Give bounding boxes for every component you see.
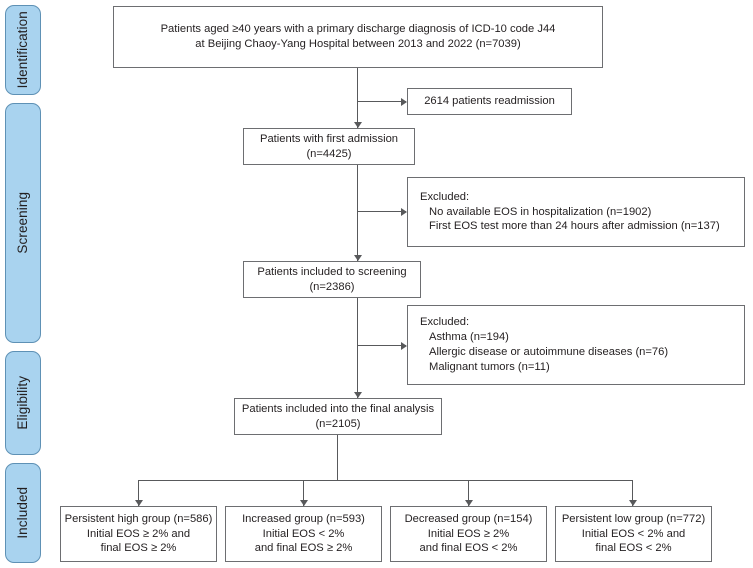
group-increased-line-1: Increased group (n=593) [242,512,365,525]
arrowhead-to-excluded-comorbid [401,341,407,350]
node-group-decreased: Decreased group (n=154) Initial EOS ≥ 2%… [390,506,547,562]
stage-label-eligibility: Eligibility [15,376,31,430]
connector-drop-persistent-high [138,480,140,506]
final-analysis-line-1: Patients included into the final analysi… [241,402,435,415]
connector-source-trunk [357,68,359,128]
arrowhead-to-readmission [401,97,407,106]
stage-label-screening: Screening [15,192,31,254]
node-readmission: 2614 patients readmission [407,88,572,115]
group-persistent-low-line-2: Initial EOS < 2% and [581,527,686,540]
connector-to-excluded-eos [357,211,406,213]
stage-pill-eligibility: Eligibility [5,351,41,455]
node-group-persistent-high: Persistent high group (n=586) Initial EO… [60,506,217,562]
connector-final-analysis-stem [337,435,339,480]
arrowhead-decreased [464,500,473,506]
screening-included-line-2: (n=2386) [309,280,355,293]
arrowhead-to-screening-included [353,255,362,261]
node-first-admission: Patients with first admission (n=4425) [243,128,415,165]
arrowhead-persistent-low [628,500,637,506]
excluded-comorbid-line-4: Malignant tumors (n=11) [429,360,550,373]
stage-pill-included: Included [5,463,41,563]
stage-pill-screening: Screening [5,103,41,343]
node-group-persistent-low: Persistent low group (n=772) Initial EOS… [555,506,712,562]
node-excluded-comorbid: Excluded: Asthma (n=194) Allergic diseas… [407,305,745,385]
arrowhead-persistent-high [134,500,143,506]
final-analysis-line-2: (n=2105) [315,417,361,430]
arrowhead-to-first-admission [353,122,362,128]
group-persistent-low-line-1: Persistent low group (n=772) [561,512,706,525]
group-increased-line-3: and final EOS ≥ 2% [254,542,353,555]
stage-pill-identification: Identification [5,5,41,95]
first-admission-line-2: (n=4425) [306,147,352,160]
excluded-comorbid-line-1: Excluded: [420,316,470,329]
connector-drop-decreased [468,480,470,506]
first-admission-line-1: Patients with first admission [259,132,399,145]
excluded-comorbid-line-2: Asthma (n=194) [429,331,509,344]
arrowhead-to-final-analysis [353,392,362,398]
excluded-eos-line-3: First EOS test more than 24 hours after … [429,220,720,233]
excluded-comorbid-line-3: Allergic disease or autoimmune diseases … [429,346,669,358]
node-excluded-eos: Excluded: No available EOS in hospitaliz… [407,177,745,247]
connector-to-excluded-comorbid [357,345,406,347]
group-persistent-high-line-2: Initial EOS ≥ 2% and [86,527,191,540]
arrowhead-increased [299,500,308,506]
excluded-eos-line-2: No available EOS in hospitalization (n=1… [429,205,652,218]
node-source-population: Patients aged ≥40 years with a primary d… [113,6,603,68]
group-persistent-high-line-3: final EOS ≥ 2% [100,542,177,555]
source-line-2: at Beijing Chaoy-Yang Hospital between 2… [195,38,521,50]
group-decreased-line-1: Decreased group (n=154) [404,512,533,525]
group-increased-line-2: Initial EOS < 2% [262,527,345,540]
node-screening-included: Patients included to screening (n=2386) [243,261,421,298]
group-decreased-line-2: Initial EOS ≥ 2% [427,527,510,540]
screening-included-line-1: Patients included to screening [257,265,407,278]
group-decreased-line-3: and final EOS < 2% [419,542,518,555]
connector-split-bus [138,480,633,482]
stage-label-identification: Identification [15,11,31,89]
node-final-analysis: Patients included into the final analysi… [234,398,442,435]
group-persistent-high-line-1: Persistent high group (n=586) [64,512,213,525]
readmission-line-1: 2614 patients readmission [424,95,555,108]
source-line-1: Patients aged ≥40 years with a primary d… [160,23,556,36]
connector-drop-persistent-low [632,480,634,506]
connector-first-admission-trunk [357,165,359,261]
stage-label-included: Included [15,487,31,539]
excluded-eos-line-1: Excluded: [420,190,470,203]
connector-drop-increased [303,480,305,506]
connector-screening-trunk [357,298,359,398]
arrowhead-to-excluded-eos [401,207,407,216]
node-group-increased: Increased group (n=593) Initial EOS < 2%… [225,506,382,562]
connector-to-readmission [357,101,406,103]
group-persistent-low-line-3: final EOS < 2% [595,542,672,555]
